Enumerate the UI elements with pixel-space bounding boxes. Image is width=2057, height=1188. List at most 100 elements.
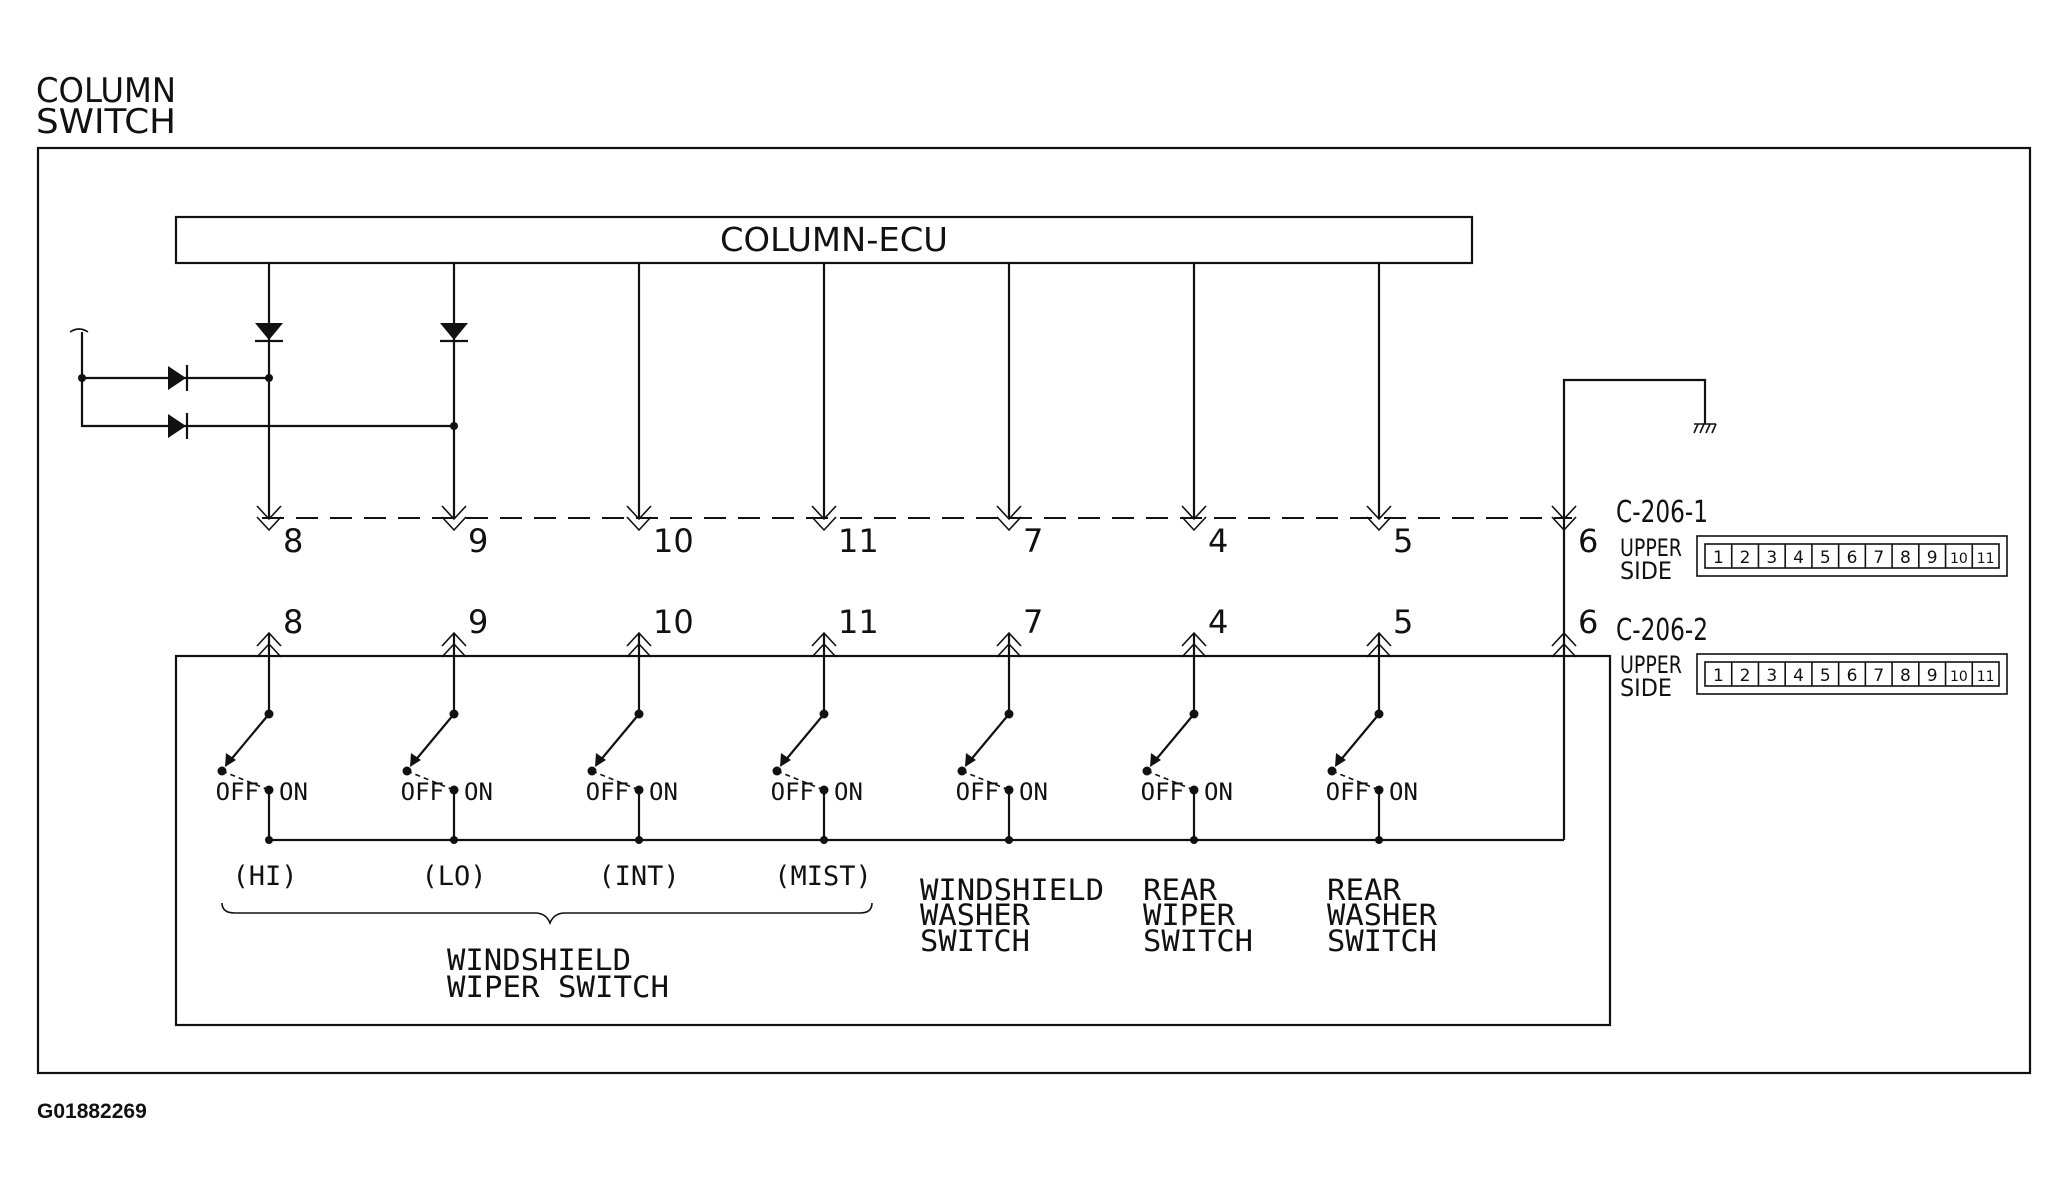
connector-pin: 8 — [1900, 548, 1911, 568]
on-label: ON — [1204, 778, 1233, 806]
connector-caret-icon — [996, 631, 1022, 647]
ground-wire — [1562, 378, 1707, 840]
switch-icon — [217, 709, 274, 795]
washer-switch-label-3: SWITCH — [920, 924, 1030, 958]
connector-pin: 2 — [1740, 548, 1751, 568]
switch-icon — [957, 709, 1014, 795]
connector-caret-icon — [626, 642, 652, 658]
terminal-number: 5 — [1393, 603, 1413, 641]
connector-pin: 7 — [1873, 666, 1884, 686]
off-label: OFF — [586, 778, 629, 806]
connector-v-icon — [811, 505, 837, 521]
wiper-switch-label-2: WIPER SWITCH — [447, 970, 669, 1004]
connector-caret-icon — [1551, 631, 1577, 658]
terminal-number: 11 — [838, 522, 879, 560]
mode-label-mist: (MIST) — [774, 861, 872, 892]
connector-pin: 8 — [1900, 666, 1911, 686]
on-label: ON — [834, 778, 863, 806]
connector-caret-icon — [811, 631, 837, 647]
connector-pin: 3 — [1766, 666, 1777, 686]
ground-icon — [1693, 423, 1717, 434]
junction-dot — [265, 836, 273, 844]
off-label: OFF — [216, 778, 259, 806]
on-label: ON — [1019, 778, 1048, 806]
mode-label-hi: (HI) — [232, 861, 297, 892]
terminal-number: 7 — [1023, 603, 1043, 641]
terminal-number-c206-2: 6 — [1578, 603, 1598, 641]
rear-wiper-switch-label-1: REAR — [1143, 873, 1218, 907]
washer-switch-label-1: WINDSHIELD — [920, 873, 1104, 907]
junction-dot — [450, 836, 458, 844]
on-label: ON — [279, 778, 308, 806]
column-ecu-label: COLUMN-ECU — [720, 220, 948, 259]
connector-pin: 1 — [1713, 666, 1724, 686]
junction-dot — [1190, 836, 1198, 844]
title-line-2: SWITCH — [36, 102, 176, 142]
connector-v-icon — [256, 516, 282, 532]
rear-washer-switch-label-3: SWITCH — [1327, 924, 1437, 958]
connector-v-icon — [1366, 516, 1392, 532]
connector-pin: 11 — [1977, 551, 1995, 567]
connector-caret-icon — [1181, 631, 1207, 647]
title-line-1: COLUMN — [36, 71, 176, 111]
off-label: OFF — [956, 778, 999, 806]
rear-washer-switch-label-2: WASHER — [1327, 898, 1438, 932]
connector-pin: 7 — [1873, 548, 1884, 568]
terminal-number: 7 — [1023, 522, 1043, 560]
connector-caret-icon — [256, 631, 282, 647]
switch-module-box — [174, 654, 1612, 1027]
connector-pin: 5 — [1820, 548, 1831, 568]
switch-icon — [1142, 709, 1199, 795]
connector-v-icon — [256, 505, 282, 521]
connector-caret-icon — [626, 631, 652, 647]
on-label: ON — [1389, 778, 1418, 806]
diode-icon — [168, 365, 189, 391]
connector-v-icon — [626, 516, 652, 532]
terminal-number: 10 — [653, 522, 694, 560]
connector-v-icon — [996, 505, 1022, 521]
connector-v-icon — [1551, 505, 1577, 532]
connector-caret-icon — [1181, 642, 1207, 658]
junction-dot — [820, 836, 828, 844]
connector-pin: 6 — [1847, 666, 1858, 686]
connector-pin: 2 — [1740, 666, 1751, 686]
connector-pin: 5 — [1820, 666, 1831, 686]
connector-caret-icon — [811, 642, 837, 658]
wiper-switch-label-1: WINDSHIELD — [447, 943, 631, 977]
connector-pin: 3 — [1766, 548, 1777, 568]
connector-caret-icon — [441, 631, 467, 647]
terminal-number: 11 — [838, 603, 879, 641]
mode-label-lo: (LO) — [421, 861, 486, 892]
off-label: OFF — [1326, 778, 1369, 806]
connector-pin: 11 — [1977, 669, 1995, 685]
connector-pin: 9 — [1927, 548, 1938, 568]
off-label: OFF — [771, 778, 814, 806]
off-label: OFF — [1141, 778, 1184, 806]
switch-icon — [772, 709, 829, 795]
mode-label-int: (INT) — [598, 861, 679, 892]
figure-id: G01882269 — [37, 1100, 147, 1123]
column-switch-frame — [36, 146, 2032, 1075]
connector-side-line-2: SIDE — [1620, 557, 1672, 585]
rear-washer-switch-label-1: REAR — [1327, 873, 1402, 907]
connector-caret-icon — [1366, 631, 1392, 647]
off-label: OFF — [401, 778, 444, 806]
connector-caret-icon — [996, 642, 1022, 658]
terminal-number-c206-1: 6 — [1578, 522, 1598, 560]
connector-v-icon — [1366, 505, 1392, 521]
connector-side-line-1: UPPER — [1620, 651, 1682, 679]
terminal-number: 8 — [283, 603, 303, 641]
connector-v-icon — [626, 505, 652, 521]
connector-pin: 10 — [1950, 669, 1968, 685]
connector-pin: 9 — [1927, 666, 1938, 686]
connector-pin: 4 — [1793, 666, 1804, 686]
diode-icon — [168, 413, 189, 439]
junction-dot — [635, 836, 643, 844]
switch-icon — [1327, 709, 1384, 795]
connector-caret-icon — [441, 642, 467, 658]
connector-v-icon — [811, 516, 837, 532]
on-label: ON — [464, 778, 493, 806]
connector-pin: 1 — [1713, 548, 1724, 568]
